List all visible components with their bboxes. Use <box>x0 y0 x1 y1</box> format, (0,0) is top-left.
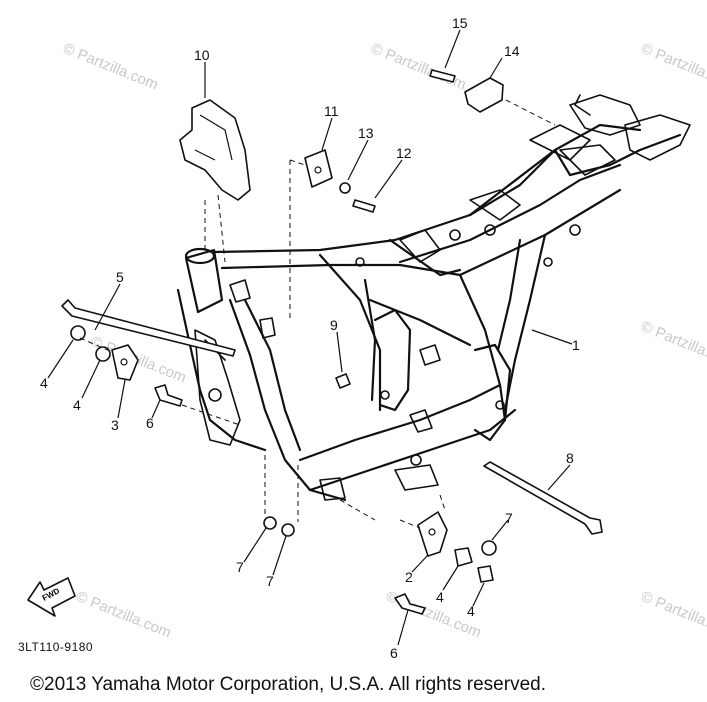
callout-14: 14 <box>504 43 520 59</box>
part-4-bolt-right-a <box>454 547 473 567</box>
watermark-5: © Partzilla.com <box>639 318 707 372</box>
part-8-bolt <box>483 461 603 535</box>
callout-6-b: 6 <box>390 645 398 661</box>
part-5-bolt <box>61 299 236 357</box>
callout-4-d: 4 <box>467 603 475 619</box>
part-7-nut-right <box>481 540 497 556</box>
callout-labels: 1 2 3 4 4 4 4 5 6 6 7 7 7 8 9 10 11 12 1… <box>40 15 580 661</box>
callout-7-c: 7 <box>505 510 513 526</box>
callout-3: 3 <box>111 417 119 433</box>
part-10-bracket <box>179 99 251 201</box>
callout-4-b: 4 <box>73 397 81 413</box>
part-4-nut-left-upper <box>70 325 86 341</box>
callout-7-a: 7 <box>236 559 244 575</box>
part-7-nut-a <box>263 516 277 530</box>
part-2-plate <box>417 511 448 557</box>
loose-parts: FWD <box>27 69 603 617</box>
callout-2: 2 <box>405 569 413 585</box>
part-15-bolt <box>429 69 456 83</box>
part-4-nut-left-lower <box>95 346 111 362</box>
callout-10: 10 <box>194 47 210 63</box>
callout-12: 12 <box>396 145 412 161</box>
watermark-8: © Partzilla.com <box>639 588 707 642</box>
copyright-notice: ©2013 Yamaha Motor Corporation, U.S.A. A… <box>30 674 546 695</box>
fwd-arrow-icon <box>27 577 76 617</box>
part-3-plate <box>111 344 139 381</box>
part-11-plate <box>304 149 333 188</box>
callout-7-b: 7 <box>266 573 274 589</box>
callout-9: 9 <box>330 317 338 333</box>
watermark-1: © Partzilla.com <box>61 40 161 94</box>
diagram-code: 3LT110-9180 <box>18 640 94 654</box>
callout-1: 1 <box>572 337 580 353</box>
part-4-bolt-right-b <box>477 565 494 583</box>
callout-8: 8 <box>566 450 574 466</box>
watermarks: © Partzilla.com © Partzilla.com © Partzi… <box>61 40 707 642</box>
part-9-nut <box>335 373 351 389</box>
watermark-3: © Partzilla.com <box>639 40 707 94</box>
part-7-nut-b <box>281 523 295 537</box>
watermark-6: © Partzilla.com <box>74 588 174 642</box>
main-frame-drawing <box>176 94 691 502</box>
callout-15: 15 <box>452 15 468 31</box>
leader-lines <box>47 29 573 646</box>
part-12-bolt <box>352 199 376 213</box>
part-13-nut <box>339 182 351 194</box>
callout-13: 13 <box>358 125 374 141</box>
part-14-bracket <box>464 77 504 113</box>
callout-4-a: 4 <box>40 375 48 391</box>
watermark-2: © Partzilla.com <box>369 40 469 94</box>
callout-5: 5 <box>116 269 124 285</box>
part-6-bolt-lower <box>394 593 426 615</box>
callout-11: 11 <box>324 103 339 119</box>
callout-4-c: 4 <box>436 589 444 605</box>
callout-6-a: 6 <box>146 415 154 431</box>
